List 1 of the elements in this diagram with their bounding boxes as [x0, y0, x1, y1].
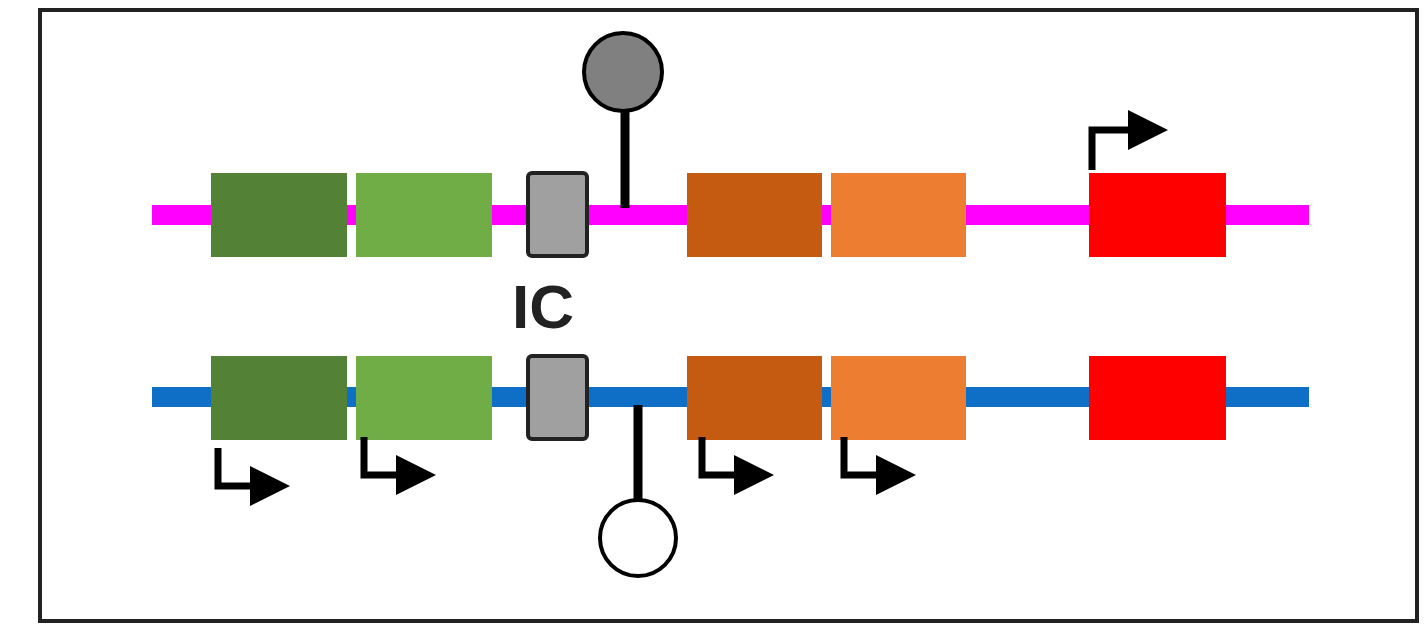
part-label: IC — [512, 276, 574, 338]
